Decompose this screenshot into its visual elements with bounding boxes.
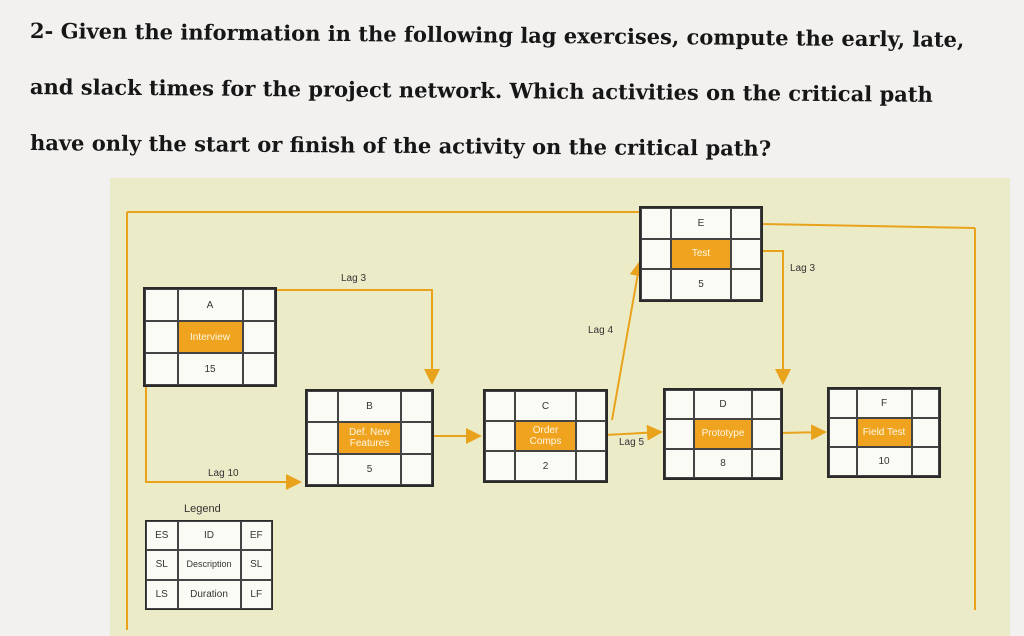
node-f-duration: 10 <box>856 447 912 476</box>
lag-label-ab-top: Lag 3 <box>341 273 367 284</box>
arrow-a-b-lag3 <box>274 289 440 385</box>
node-d-id: D <box>694 390 752 420</box>
legend-es: ES <box>146 521 178 551</box>
node-d: D Prototype 8 <box>663 388 783 480</box>
node-e-description: Test <box>671 238 731 270</box>
legend-title: Legend <box>184 503 221 515</box>
node-a-id: A <box>177 289 243 321</box>
node-d-description: Prototype <box>694 419 752 449</box>
arrow-c-e <box>611 260 646 421</box>
node-c-description: Order Comps <box>515 421 576 451</box>
node-c-duration: 2 <box>515 451 576 481</box>
arrow-e-f <box>760 250 791 385</box>
lag-label-ce: Lag 4 <box>588 325 614 336</box>
arrow-d-f <box>779 424 827 441</box>
legend-ls: LS <box>146 579 178 609</box>
legend-duration: Duration <box>177 579 241 609</box>
node-b-duration: 5 <box>338 453 401 485</box>
node-b-description: Def. New Features <box>338 422 401 454</box>
legend-ef: EF <box>240 521 272 551</box>
node-d-duration: 8 <box>694 448 752 478</box>
node-e-duration: 5 <box>671 269 731 300</box>
legend-sl-right: SL <box>240 550 272 580</box>
arrow-c-d <box>604 424 663 441</box>
legend-box: ES ID EF SL Description SL LS Duration L… <box>145 520 273 610</box>
legend-description: Description <box>177 550 241 580</box>
node-f-description: Field Test <box>856 418 912 447</box>
border-line-right <box>759 223 976 229</box>
node-b: B Def. New Features 5 <box>305 389 434 487</box>
node-b-id: B <box>338 391 401 423</box>
node-a: A Interview 15 <box>143 287 277 387</box>
node-e: E Test 5 <box>639 206 763 302</box>
node-a-duration: 15 <box>177 353 243 385</box>
node-c: C Order Comps 2 <box>483 389 608 483</box>
node-e-id: E <box>671 208 731 239</box>
arrow-a-b-lag10 <box>145 385 302 490</box>
node-f: F Field Test 10 <box>827 387 941 478</box>
lag-label-ef: Lag 3 <box>790 263 816 274</box>
legend-lf: LF <box>240 579 272 609</box>
node-a-description: Interview <box>177 321 243 353</box>
node-f-id: F <box>856 389 912 418</box>
legend-sl-left: SL <box>146 550 178 580</box>
node-c-id: C <box>515 391 576 421</box>
legend-id: ID <box>177 521 241 551</box>
lag-label-cd: Lag 5 <box>619 437 645 448</box>
lag-label-ab-bottom: Lag 10 <box>208 468 239 479</box>
